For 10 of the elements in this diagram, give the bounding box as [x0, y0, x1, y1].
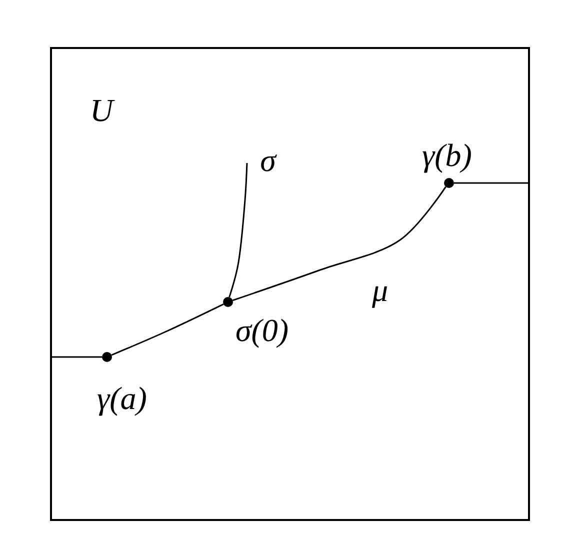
point-label: γ(b)	[422, 139, 472, 171]
region-label: U	[90, 94, 114, 126]
curve	[232, 186, 446, 302]
point-label: γ(a)	[97, 382, 147, 414]
curve	[228, 162, 248, 298]
curve	[51, 356, 102, 358]
curve	[454, 182, 529, 184]
point-label: σ(0)	[235, 314, 289, 346]
region-box	[50, 47, 530, 521]
curve	[111, 303, 224, 356]
